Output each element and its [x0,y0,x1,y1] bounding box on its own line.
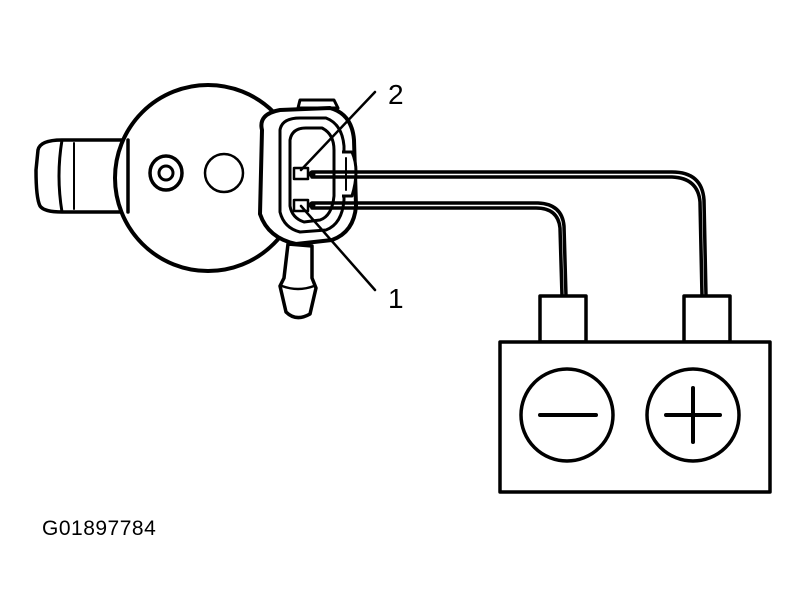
valve-body [113,83,303,273]
battery-negative-symbol [519,367,615,463]
electrical-connector [258,98,358,246]
inlet-pipe [34,138,130,214]
callout-label-1: 1 [388,283,404,314]
negative-test-lead [310,201,568,298]
battery [498,294,772,494]
battery-positive-symbol [645,367,741,463]
callout-1-leader [299,204,377,292]
outlet-nipple [278,242,318,320]
battery-negative-post [538,294,588,344]
figure-id: G01897784 [42,517,157,540]
callout-label-2: 2 [388,79,404,110]
positive-test-lead [310,170,708,298]
battery-positive-post [682,294,732,344]
callout-2-leader [299,90,377,172]
